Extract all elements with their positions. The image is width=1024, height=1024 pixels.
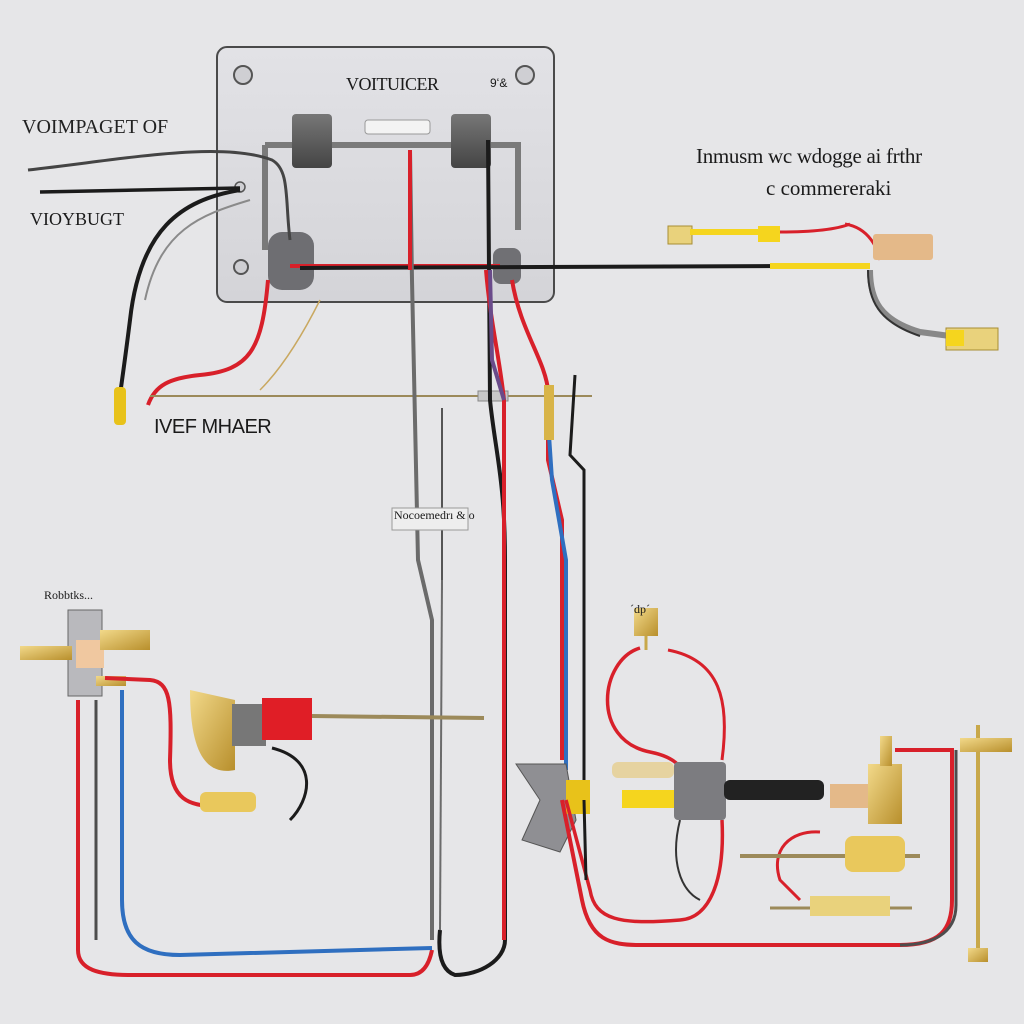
terminal-block bbox=[292, 114, 332, 168]
right-component-label: ´dp´ bbox=[630, 602, 650, 616]
left-component-label: Robbtks... bbox=[44, 588, 94, 602]
junction-box bbox=[216, 46, 555, 303]
junction-box-title: VOITUICER bbox=[346, 74, 439, 94]
lower-right-components bbox=[740, 725, 1012, 962]
junction-box-tag: 9ʻ& bbox=[490, 76, 508, 90]
mid-left-label: IVEF MHAER bbox=[154, 416, 272, 438]
terminal-block bbox=[451, 114, 491, 168]
center-tag-plate bbox=[391, 507, 469, 531]
center-tag-label: Nocoemedrı & o bbox=[394, 508, 475, 522]
wire-group-top-left bbox=[27, 149, 321, 406]
switch-assembly bbox=[190, 690, 485, 822]
top-left-label-1: VOIMPAGET OF bbox=[22, 116, 169, 138]
red-switch-body bbox=[262, 698, 312, 740]
fuse-holder bbox=[873, 234, 933, 260]
left-loop-wires bbox=[76, 676, 434, 977]
right-title-line-2: c commereraki bbox=[766, 176, 892, 200]
black-handle bbox=[724, 780, 824, 800]
clamp-connector bbox=[515, 763, 590, 853]
connector-hub bbox=[612, 736, 902, 824]
vertical-runs bbox=[408, 139, 586, 978]
relay-left bbox=[20, 609, 150, 697]
connector-plug bbox=[268, 232, 314, 290]
right-harness bbox=[667, 222, 999, 351]
spade-terminal bbox=[114, 387, 126, 425]
small-right-terminal bbox=[634, 608, 658, 650]
inline-fuse bbox=[544, 385, 554, 440]
right-title-line-1: Inmusm wc wdogge ai frthr bbox=[696, 144, 922, 168]
top-left-label-2: VIOYBUGT bbox=[30, 209, 124, 229]
